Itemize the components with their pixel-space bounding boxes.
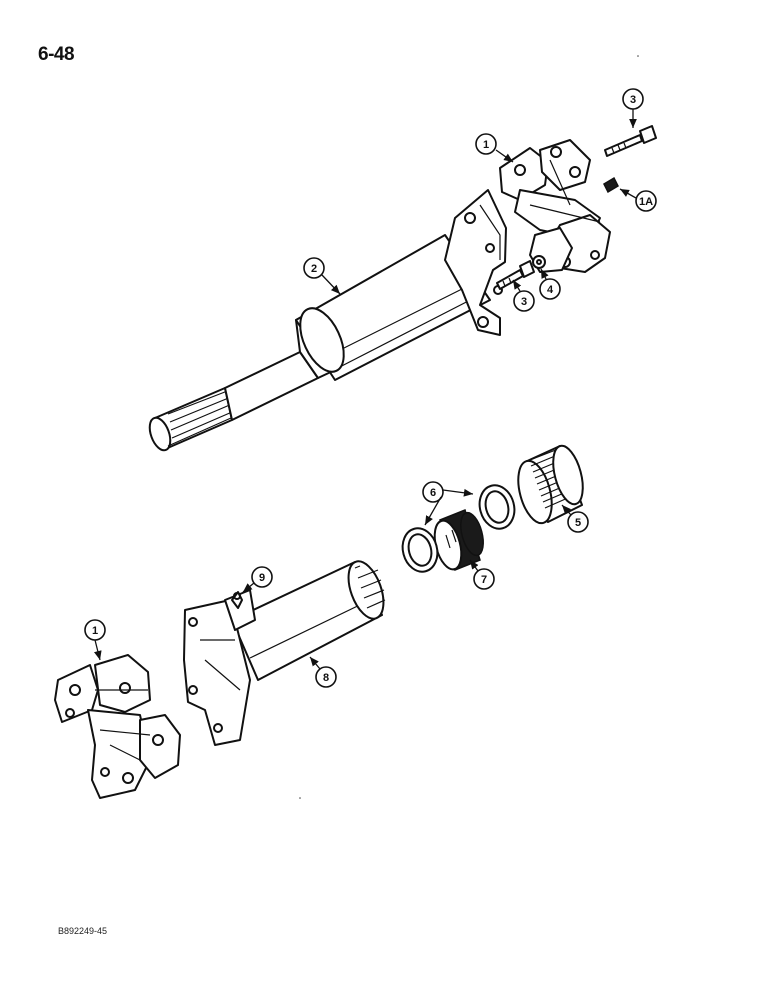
tube-yoke-shaft — [183, 560, 386, 746]
threaded-nut — [517, 444, 584, 525]
callout-6: 6 — [422, 481, 444, 503]
callout-3-top: 3 — [622, 88, 644, 110]
callout-9: 9 — [251, 566, 273, 588]
universal-joint-cross-top — [499, 139, 611, 273]
svg-text:3: 3 — [521, 296, 527, 308]
grease-fitting-lower — [231, 591, 243, 609]
svg-text:1: 1 — [483, 139, 489, 151]
svg-text:1: 1 — [92, 625, 98, 637]
callout-3-lower: 3 — [513, 290, 535, 312]
lockwasher — [532, 255, 546, 269]
svg-text:6: 6 — [430, 487, 436, 499]
grease-fitting-top — [603, 176, 619, 194]
callout-4: 4 — [539, 278, 561, 300]
callout-1a: 1A — [635, 190, 657, 212]
svg-text:7: 7 — [481, 574, 487, 586]
callout-5: 5 — [567, 511, 589, 533]
callout-2: 2 — [303, 257, 325, 279]
callout-7: 7 — [473, 568, 495, 590]
thrust-washer-left — [401, 527, 439, 573]
page-number: 6-48 — [38, 44, 75, 65]
svg-text:5: 5 — [575, 517, 581, 529]
callout-8: 8 — [315, 666, 337, 688]
svg-text:4: 4 — [547, 284, 554, 296]
bearing-cone — [433, 508, 484, 572]
bolt-lower — [496, 260, 535, 290]
svg-text:9: 9 — [259, 572, 265, 584]
svg-text:1A: 1A — [639, 196, 653, 208]
svg-text:8: 8 — [323, 672, 329, 684]
svg-text:3: 3 — [630, 94, 636, 106]
callout-1-bottom: 1 — [84, 619, 106, 641]
figure-code: B892249-45 — [58, 926, 108, 936]
bolt-top — [604, 125, 657, 157]
svg-text:2: 2 — [311, 263, 317, 275]
thrust-washer-right — [478, 484, 516, 530]
universal-joint-cross-bottom — [54, 654, 181, 799]
splined-shaft — [148, 189, 507, 452]
callout-1-top: 1 — [475, 133, 497, 155]
